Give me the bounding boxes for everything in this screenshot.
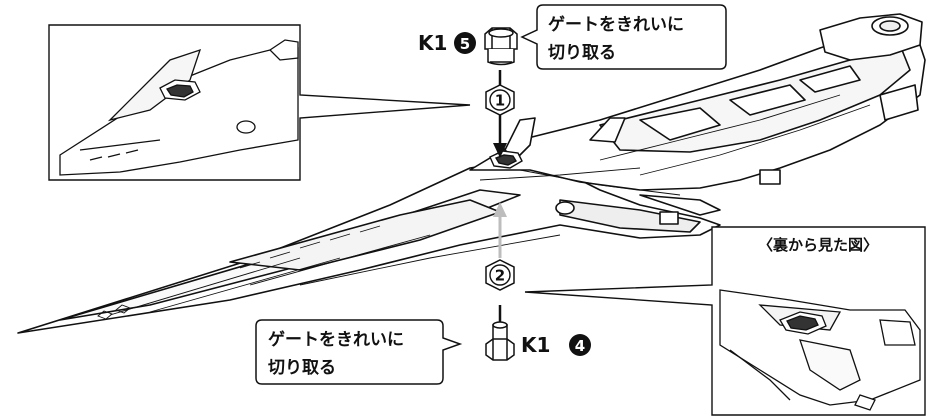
part-ref-top: K1 5 (418, 31, 476, 55)
callout-bottom (255, 319, 463, 385)
part-ref-bottom-code: K1 (521, 333, 550, 357)
step-1-number: 1 (495, 92, 505, 110)
inset-right (524, 226, 926, 416)
ship-hex-socket (489, 150, 523, 169)
step-2-marker: 2 (485, 259, 515, 291)
callout-top-line2: 切り取る (548, 43, 616, 63)
step-1-marker: 1 (485, 84, 515, 116)
callout-top (520, 4, 727, 70)
ship-detail-lines (97, 94, 871, 320)
insert-arrow-top (493, 70, 507, 158)
part-ref-bottom: K1 4 (521, 333, 591, 357)
part-ref-top-number: 5 (460, 35, 470, 53)
step-2-number: 2 (495, 267, 505, 285)
insert-arrow-bottom (493, 202, 507, 322)
part-ref-bottom-number: 4 (575, 337, 585, 355)
part-k1-5-hex-nut (484, 27, 518, 66)
part-k1-4-hex-peg (485, 321, 515, 361)
part-ref-top-code: K1 (418, 31, 447, 55)
inset-right-title: 〈裏から見た図〉 (758, 236, 878, 254)
callout-bottom-line1: ゲートをきれいに (268, 329, 404, 350)
callout-top-line1: ゲートをきれいに (548, 14, 684, 35)
inset-top-left (48, 24, 471, 181)
callout-bottom-line2: 切り取る (268, 358, 336, 378)
